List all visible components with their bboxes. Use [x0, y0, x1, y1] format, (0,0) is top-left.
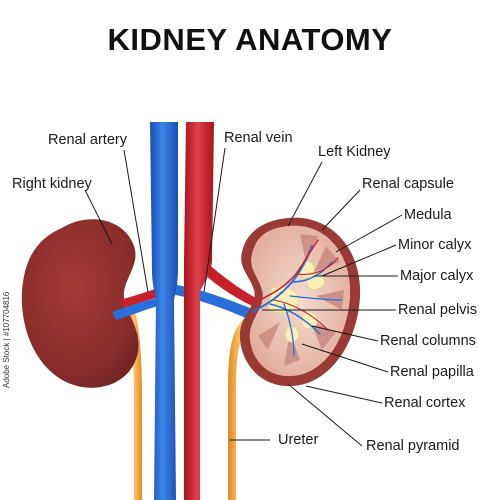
label-major-calyx: Major calyx	[400, 268, 474, 284]
right-kidney	[21, 219, 139, 388]
stock-id-watermark: Adobe Stock | #107704816	[2, 291, 11, 388]
aorta	[150, 122, 178, 500]
label-ureter: Ureter	[278, 432, 319, 448]
internal-vessels	[251, 239, 343, 357]
vena-cava	[184, 122, 214, 500]
label-minor-calyx: Minor calyx	[398, 237, 472, 253]
label-renal-pelvis: Renal pelvis	[398, 302, 477, 318]
label-renal-cortex: Renal cortex	[384, 395, 466, 411]
label-renal-pyramid: Renal pyramid	[366, 438, 460, 454]
label-renal-capsule: Renal capsule	[362, 176, 454, 192]
label-renal-columns: Renal columns	[380, 333, 476, 349]
label-renal-artery: Renal artery	[48, 132, 127, 148]
right-renal-vein	[112, 298, 158, 320]
left-renal-artery	[200, 262, 256, 306]
leader-lines	[84, 147, 403, 447]
label-renal-papilla: Renal papilla	[390, 364, 474, 380]
diagram-title: KIDNEY ANATOMY	[107, 22, 393, 57]
right-ureter	[126, 308, 142, 500]
label-right-kidney: Right kidney	[12, 176, 92, 192]
label-renal-vein: Renal vein	[224, 130, 293, 146]
label-left-kidney: Left Kidney	[318, 144, 391, 160]
left-ureter	[228, 318, 252, 500]
right-renal-artery	[120, 288, 162, 308]
label-medula: Medula	[404, 207, 452, 223]
